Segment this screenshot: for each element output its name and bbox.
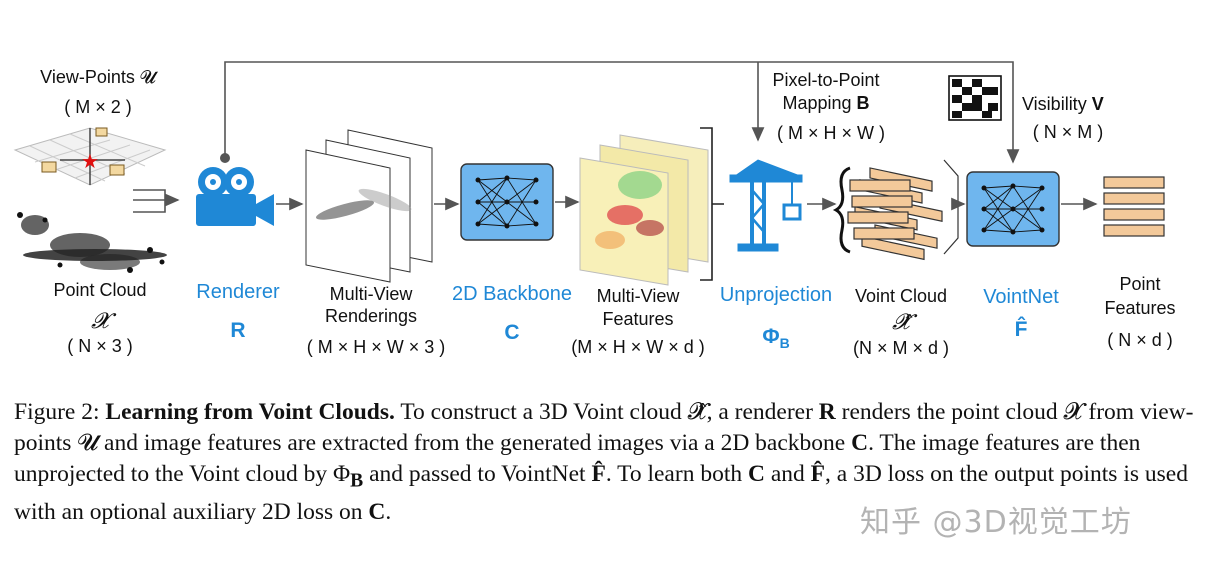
voint-cloud-dims: (N × M × d ) — [852, 338, 950, 358]
multiview-features-stack — [579, 134, 709, 286]
vointnet-symbol: F̂ — [1014, 318, 1028, 341]
features-line1: Multi-View — [596, 286, 680, 306]
point-features-dims: ( N × d ) — [1107, 330, 1173, 350]
renderings-line2: Renderings — [324, 306, 418, 326]
voint-cloud-title: Voint Cloud — [854, 286, 948, 306]
renderings-dims: ( M × H × W × 3 ) — [306, 337, 446, 357]
backbone-network-box — [460, 163, 554, 241]
visibility-matrix — [948, 75, 1002, 121]
caption-title: Learning from Voint Clouds. — [105, 399, 395, 425]
point-features-line2: Features — [1104, 298, 1176, 318]
arrow-pointcloud — [133, 200, 166, 213]
vointnet-network-box — [966, 171, 1060, 247]
voint-cloud-stack — [832, 159, 959, 261]
unprojection-symbol: ΦB — [762, 325, 790, 352]
visibility-dims: ( N × M ) — [1032, 122, 1104, 142]
point-cloud-airplane — [17, 212, 167, 273]
point-cloud-dims: ( N × 3 ) — [67, 336, 133, 356]
features-line2: Features — [602, 309, 674, 329]
top-connector — [224, 61, 1020, 164]
camera-icon — [196, 167, 274, 226]
features-dims: (M × H × W × d ) — [571, 337, 705, 357]
renderer-title: Renderer — [196, 281, 280, 303]
vointnet-title: VointNet — [983, 286, 1059, 308]
point-cloud-symbol: 𝓧 — [91, 309, 109, 334]
viewpoints-title: View-Points 𝓤 — [40, 67, 156, 87]
mapping-line1: Pixel-to-Point — [772, 70, 880, 90]
backbone-title: 2D Backbone — [451, 283, 573, 305]
mapping-line2: Mapping B — [782, 93, 870, 113]
point-features-bars — [1103, 176, 1165, 237]
point-cloud-title: Point Cloud — [53, 280, 147, 300]
viewpoints-grid: ★ — [13, 127, 167, 186]
renderer-symbol: R — [230, 319, 246, 342]
figure-caption: Figure 2: Learning from Voint Clouds. To… — [14, 399, 1194, 525]
multiview-renderings-stack — [305, 129, 433, 283]
voint-cloud-symbol: 𝓧̂ — [892, 310, 910, 335]
watermark-text: 知乎 @3D视觉工坊 — [860, 505, 1132, 540]
pipeline-diagram: ★ — [13, 61, 1165, 286]
caption-label: Figure 2: — [14, 399, 100, 425]
mapping-dims: ( M × H × W ) — [777, 123, 885, 143]
unprojection-title: Unprojection — [719, 284, 833, 306]
renderings-line1: Multi-View — [329, 284, 413, 304]
features-bracket — [700, 127, 724, 281]
visibility-title: Visibility V — [1022, 94, 1104, 114]
viewpoints-dims: ( M × 2 ) — [64, 97, 132, 117]
point-features-line1: Point — [1119, 274, 1161, 294]
crane-icon — [729, 159, 803, 252]
arrow-viewpoints — [133, 189, 166, 200]
connector-dot — [220, 153, 230, 163]
svg-text:★: ★ — [81, 149, 99, 173]
backbone-symbol: C — [504, 321, 520, 344]
